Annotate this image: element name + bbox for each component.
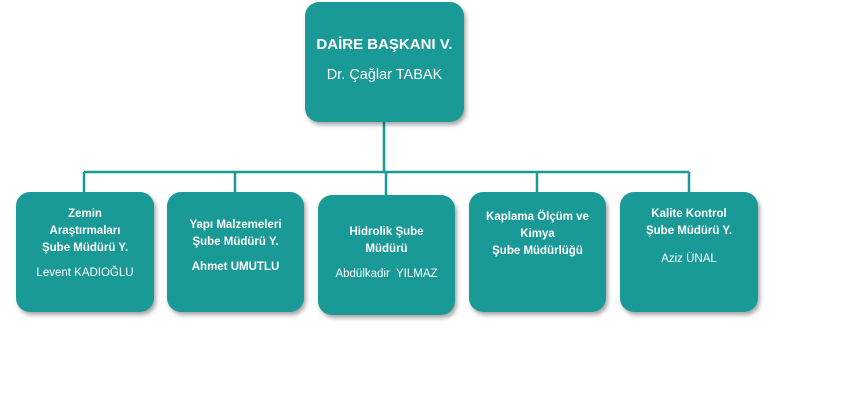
head-name: Dr. Çağlar TABAK bbox=[326, 67, 443, 83]
unit-person-name: Abdülkadir YILMAZ bbox=[335, 268, 438, 280]
unit-box-yapi-malzemeleri: Yapı Malzemeleri Şube Müdürü Y. Ahmet UM… bbox=[167, 192, 304, 312]
unit-title-line: Şube Müdürü Y. bbox=[41, 242, 129, 254]
unit-person-name: Ahmet UMUTLU bbox=[191, 261, 280, 273]
unit-person-name: Levent KADIOĞLU bbox=[36, 267, 134, 279]
unit-title-line: Şube Müdürlüğü bbox=[492, 245, 583, 257]
unit-title-line: Araştırmaları bbox=[49, 225, 121, 237]
unit-title-line: Şube Müdürü Y. bbox=[645, 225, 733, 237]
head-title: DAİRE BAŞKANI V. bbox=[316, 36, 453, 53]
unit-box-kalite-kontrol: Kalite Kontrol Şube Müdürü Y. Aziz ÜNAL bbox=[620, 192, 758, 312]
unit-title-line: Zemin bbox=[68, 208, 102, 220]
unit-title-line: Yapı Malzemeleri bbox=[189, 219, 282, 231]
unit-title-line: Hidrolik Şube bbox=[349, 226, 424, 238]
unit-title-line: Şube Müdürü Y. bbox=[192, 236, 279, 248]
unit-box-hidrolik: Hidrolik Şube Müdürü Abdülkadir YILMAZ bbox=[318, 195, 455, 315]
head-of-department-box: DAİRE BAŞKANI V. Dr. Çağlar TABAK bbox=[305, 2, 464, 122]
unit-title-line: Kalite Kontrol bbox=[651, 208, 727, 220]
unit-box-kaplama: Kaplama Ölçüm ve Kimya Şube Müdürlüğü bbox=[469, 192, 606, 312]
unit-title-line: Kaplama Ölçüm ve bbox=[486, 211, 589, 223]
unit-title-line: Kimya bbox=[520, 228, 555, 240]
unit-title-line: Müdürü bbox=[365, 243, 408, 255]
unit-person-name: Aziz ÜNAL bbox=[661, 253, 717, 265]
unit-box-zemin: Zemin Araştırmaları Şube Müdürü Y. Leven… bbox=[16, 192, 154, 312]
